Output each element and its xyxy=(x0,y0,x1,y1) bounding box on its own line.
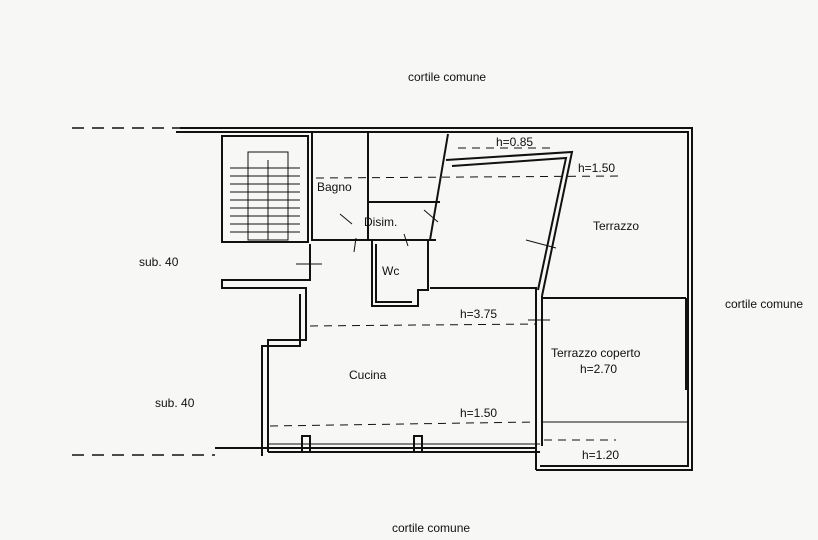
bottom-label: cortile comune xyxy=(392,521,470,535)
h150-bottom-dashed-line xyxy=(269,421,537,427)
room-label-cucina: Cucina xyxy=(349,368,387,382)
h375-dashed-line xyxy=(309,323,537,327)
height-label-h085: h=0.85 xyxy=(496,135,533,149)
h150-top-dashed-line xyxy=(315,175,621,179)
right-label: cortile comune xyxy=(725,297,803,311)
height-label-h150-bottom: h=1.50 xyxy=(460,406,497,420)
room-label-disim: Disim. xyxy=(364,215,397,229)
top-label: cortile comune xyxy=(408,70,486,84)
height-label-h150-top: h=1.50 xyxy=(578,161,615,175)
height-label-h375: h=3.75 xyxy=(460,307,497,321)
staircase xyxy=(221,135,309,243)
sub-left-lower-label: sub. 40 xyxy=(155,396,195,410)
interior-walls xyxy=(296,132,688,448)
room-label-terrazzo-coperto: Terrazzo coperto xyxy=(551,346,641,360)
sub-left-upper-label: sub. 40 xyxy=(139,255,179,269)
height-label-h120: h=1.20 xyxy=(582,448,619,462)
height-label-h270: h=2.70 xyxy=(580,362,617,376)
room-label-bagno: Bagno xyxy=(317,180,352,194)
room-label-terrazzo: Terrazzo xyxy=(593,219,639,233)
room-label-wc: Wc xyxy=(382,264,399,278)
